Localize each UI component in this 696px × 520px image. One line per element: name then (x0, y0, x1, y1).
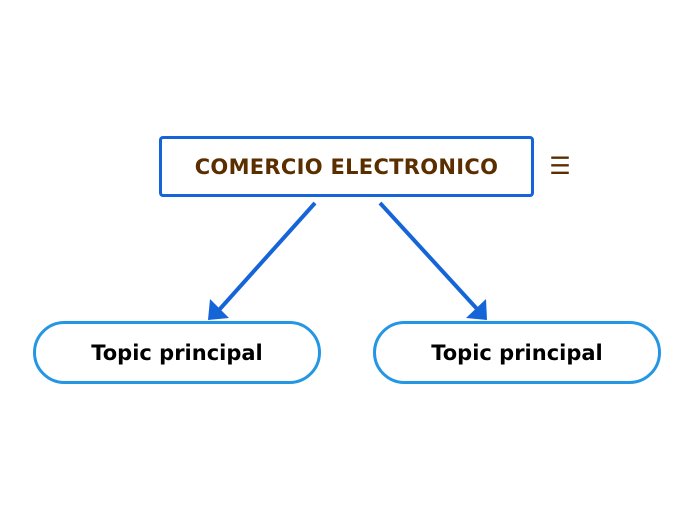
arrowhead-right-icon (466, 299, 487, 320)
root-topic-node[interactable]: COMERCIO ELECTRONICO (159, 136, 534, 197)
topic-label-left: Topic principal (91, 340, 263, 365)
topic-node-right[interactable]: Topic principal (373, 321, 661, 384)
connector-line-right (378, 201, 480, 312)
hamburger-menu-icon[interactable]: ☰ (549, 152, 571, 180)
topic-node-left[interactable]: Topic principal (33, 321, 321, 384)
arrowhead-left-icon (208, 299, 229, 320)
root-topic-label: COMERCIO ELECTRONICO (194, 154, 499, 179)
topic-label-right: Topic principal (431, 340, 603, 365)
connector-line-left (217, 201, 317, 312)
